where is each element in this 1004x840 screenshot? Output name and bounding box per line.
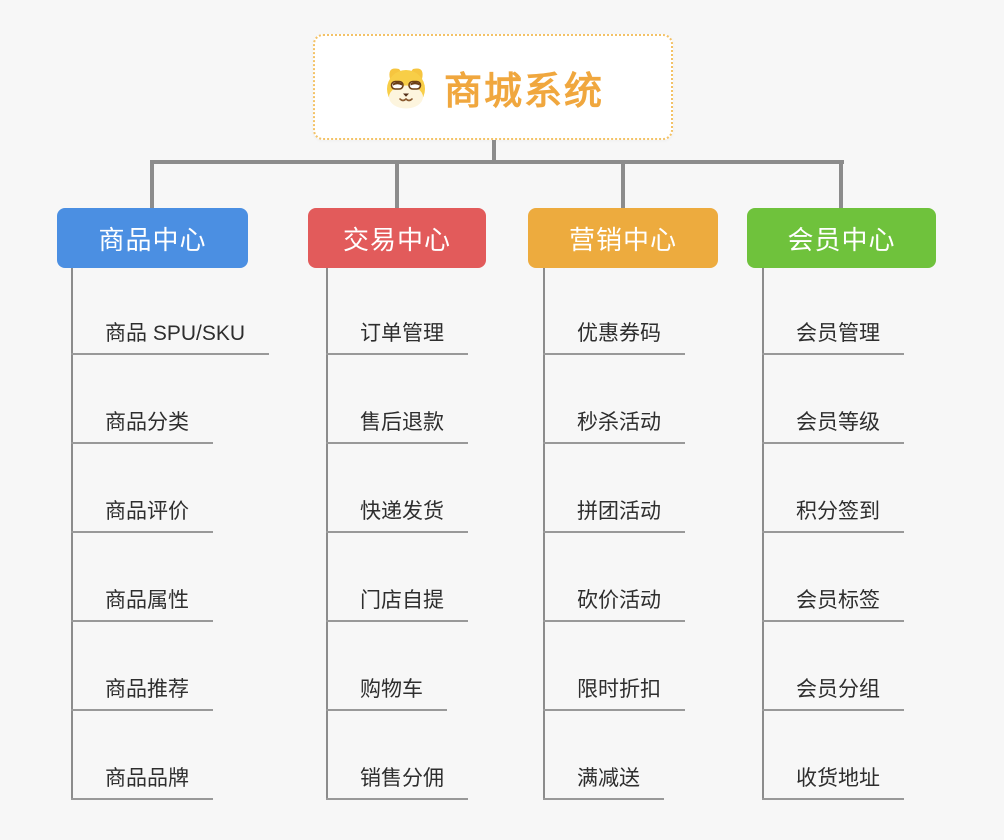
branch-spine-trade: [326, 268, 328, 800]
leaf-node[interactable]: 门店自提: [326, 589, 468, 622]
leaf-node[interactable]: 会员等级: [762, 411, 904, 444]
branch-spine-marketing: [543, 268, 545, 800]
leaf-node[interactable]: 商品 SPU/SKU: [71, 322, 270, 355]
connector-trunk: [150, 160, 844, 164]
leaf-node[interactable]: 收货地址: [762, 767, 904, 800]
leaf-node[interactable]: 购物车: [326, 678, 447, 711]
leaf-node[interactable]: 商品推荐: [71, 678, 213, 711]
leaf-node[interactable]: 会员管理: [762, 322, 904, 355]
leaf-node[interactable]: 积分签到: [762, 500, 904, 533]
leaf-node[interactable]: 会员分组: [762, 678, 904, 711]
branch-node-member[interactable]: 会员中心: [747, 208, 936, 268]
leaf-node[interactable]: 会员标签: [762, 589, 904, 622]
shiba-dog-icon: [386, 68, 425, 109]
leaf-node[interactable]: 商品评价: [71, 500, 213, 533]
connector-drop-4: [839, 164, 843, 208]
connector-root-stub: [492, 140, 496, 164]
branch-node-product[interactable]: 商品中心: [57, 208, 248, 268]
leaf-node[interactable]: 售后退款: [326, 411, 468, 444]
branch-spine-product: [71, 268, 73, 800]
leaf-node[interactable]: 商品分类: [71, 411, 213, 444]
branch-node-trade[interactable]: 交易中心: [308, 208, 486, 268]
leaf-node[interactable]: 秒杀活动: [543, 411, 685, 444]
connector-drop-1: [150, 164, 154, 208]
leaf-node[interactable]: 快递发货: [326, 500, 468, 533]
leaf-node[interactable]: 优惠券码: [543, 322, 685, 355]
leaf-node[interactable]: 销售分佣: [326, 767, 468, 800]
leaf-node[interactable]: 订单管理: [326, 322, 468, 355]
leaf-node[interactable]: 拼团活动: [543, 500, 685, 533]
leaf-node[interactable]: 商品品牌: [71, 767, 213, 800]
leaf-node[interactable]: 限时折扣: [543, 678, 685, 711]
leaf-node[interactable]: 砍价活动: [543, 589, 685, 622]
connector-drop-2: [395, 164, 399, 208]
root-node[interactable]: 商城系统: [313, 34, 673, 140]
root-title: 商城系统: [443, 70, 604, 113]
leaf-node[interactable]: 满减送: [543, 767, 664, 800]
leaf-node[interactable]: 商品属性: [71, 589, 213, 622]
branch-spine-member: [762, 268, 764, 800]
branch-node-marketing[interactable]: 营销中心: [528, 208, 718, 268]
connector-drop-3: [621, 164, 625, 208]
